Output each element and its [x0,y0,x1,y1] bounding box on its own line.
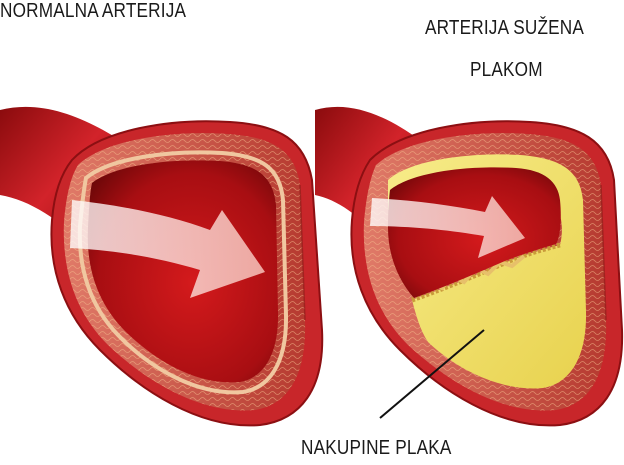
narrowed-artery [315,107,622,426]
normal-artery [0,107,322,426]
